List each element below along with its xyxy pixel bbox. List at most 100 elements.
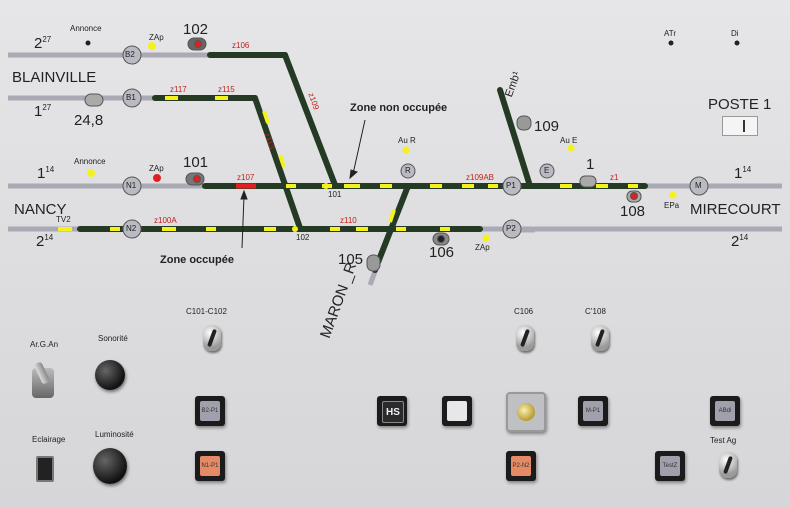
poste-label: POSTE 1 <box>708 96 772 113</box>
node-e: E <box>544 166 550 175</box>
button-b2-p1[interactable]: B2-P1 <box>195 396 225 426</box>
label-au-e: Au E <box>560 136 578 145</box>
place-nancy: NANCY <box>14 201 67 218</box>
key-switch-c108[interactable] <box>591 325 609 351</box>
line-number: 1 <box>37 165 46 182</box>
line-number: 2 <box>731 233 740 250</box>
button-blank[interactable] <box>442 396 472 426</box>
label-zap-1: ZAp <box>149 33 164 42</box>
line-sup: 14 <box>742 165 752 174</box>
node-m: M <box>695 181 702 190</box>
button-testz[interactable]: TestZ <box>655 451 685 481</box>
label-zap-3: ZAp <box>475 243 490 252</box>
button-p2-n2[interactable]: P2-N2 <box>506 451 536 481</box>
key-switch-c101-c102[interactable] <box>203 325 221 351</box>
label-sonorite: Sonorité <box>98 334 128 343</box>
button-label: N1-P1 <box>200 456 220 476</box>
label-c106: C106 <box>514 307 534 316</box>
line-sup: 27 <box>42 103 52 112</box>
line-number: 2 <box>36 233 45 250</box>
node-r: R <box>405 166 411 175</box>
label-c101-c102: C101-C102 <box>186 307 227 316</box>
node-n2: N2 <box>126 224 137 233</box>
button-label: HS <box>382 401 404 423</box>
label-tv2: TV2 <box>56 215 71 224</box>
place-mirecourt: MIRECOURT <box>690 201 781 218</box>
zone-z115: z115 <box>218 85 235 94</box>
button-label: TestZ <box>660 456 680 476</box>
line-sup: 14 <box>44 233 54 242</box>
node-circles <box>122 45 709 239</box>
signal-101: 101 <box>183 154 209 171</box>
indicator-lamps <box>85 40 740 242</box>
base-tracks <box>8 52 782 286</box>
signal-109: 109 <box>534 118 560 135</box>
button-abdi[interactable]: ABdi <box>710 396 740 426</box>
track-lamps <box>58 96 638 231</box>
button-hs[interactable]: HS <box>377 396 407 426</box>
toggle-ar-g-an[interactable] <box>32 368 54 398</box>
switch-eclairage[interactable] <box>36 456 54 482</box>
line-label-1-27: 127 <box>34 103 52 120</box>
label-junction-102: 102 <box>296 233 310 242</box>
label-junction-101: 101 <box>328 190 342 199</box>
label-epa: EPa <box>664 201 680 210</box>
annotation-arrows <box>240 119 366 249</box>
node-n1: N1 <box>126 181 137 190</box>
label-luminosite: Luminosité <box>95 430 134 439</box>
poste-frame <box>722 116 758 136</box>
button-label: M-P1 <box>583 401 603 421</box>
zone-z106: z106 <box>232 41 250 50</box>
button-n1-p1[interactable]: N1-P1 <box>195 451 225 481</box>
button-lamp-test[interactable] <box>506 392 546 432</box>
label-au-r: Au R <box>398 136 416 145</box>
line-number: 1 <box>734 165 743 182</box>
node-b1: B1 <box>126 93 136 102</box>
zone-z109ab: z109AB <box>466 173 495 182</box>
node-p1: P1 <box>506 181 516 190</box>
line-label-1-14-left: 114 <box>37 165 55 182</box>
zone-z110: z110 <box>340 216 357 225</box>
button-label: P2-N2 <box>511 456 531 476</box>
button-label <box>447 401 467 421</box>
zone-z100a: z100A <box>154 216 177 225</box>
line-label-2-27: 227 <box>34 35 51 52</box>
dark-tracks <box>77 52 648 273</box>
key-switch-c106[interactable] <box>516 325 534 351</box>
signal-24-8: 24,8 <box>74 112 104 129</box>
label-c108: C’108 <box>585 307 606 316</box>
node-p2: P2 <box>506 224 516 233</box>
track-diagram <box>8 37 782 286</box>
knob-luminosite[interactable] <box>93 448 127 484</box>
lamp-icon <box>517 403 535 421</box>
label-annonce-mid: Annonce <box>74 157 106 166</box>
signal-1: 1 <box>586 156 595 173</box>
signal-106: 106 <box>429 244 455 261</box>
key-switch-test-ag[interactable] <box>719 452 737 478</box>
line-number: 1 <box>34 103 43 120</box>
node-b2: B2 <box>125 50 135 59</box>
label-zap-2: ZAp <box>149 164 164 173</box>
line-label-2-14-right: 214 <box>731 233 749 250</box>
line-number: 2 <box>34 35 43 52</box>
signal-heads <box>84 37 642 272</box>
button-m-p1[interactable]: M-P1 <box>578 396 608 426</box>
line-sup: 14 <box>739 233 749 242</box>
line-label-2-14-left: 214 <box>36 233 54 250</box>
label-eclairage: Eclairage <box>32 435 66 444</box>
line-sup: 14 <box>45 165 55 174</box>
place-blainville: BLAINVILLE <box>12 69 97 86</box>
label-annonce-top: Annonce <box>70 24 102 33</box>
indicator-di: Di <box>731 29 739 38</box>
signal-108: 108 <box>620 203 646 220</box>
signal-102: 102 <box>183 21 209 38</box>
label-test-ag: Test Ag <box>710 436 737 445</box>
annotation-occupied-zone: Zone occupée <box>160 254 234 266</box>
zone-z107: z107 <box>237 173 255 182</box>
button-label: B2-P1 <box>200 401 220 421</box>
signal-105: 105 <box>338 251 364 268</box>
button-label: ABdi <box>715 401 735 421</box>
knob-sonorite[interactable] <box>95 360 125 390</box>
indicator-atr: ATr <box>664 29 676 38</box>
